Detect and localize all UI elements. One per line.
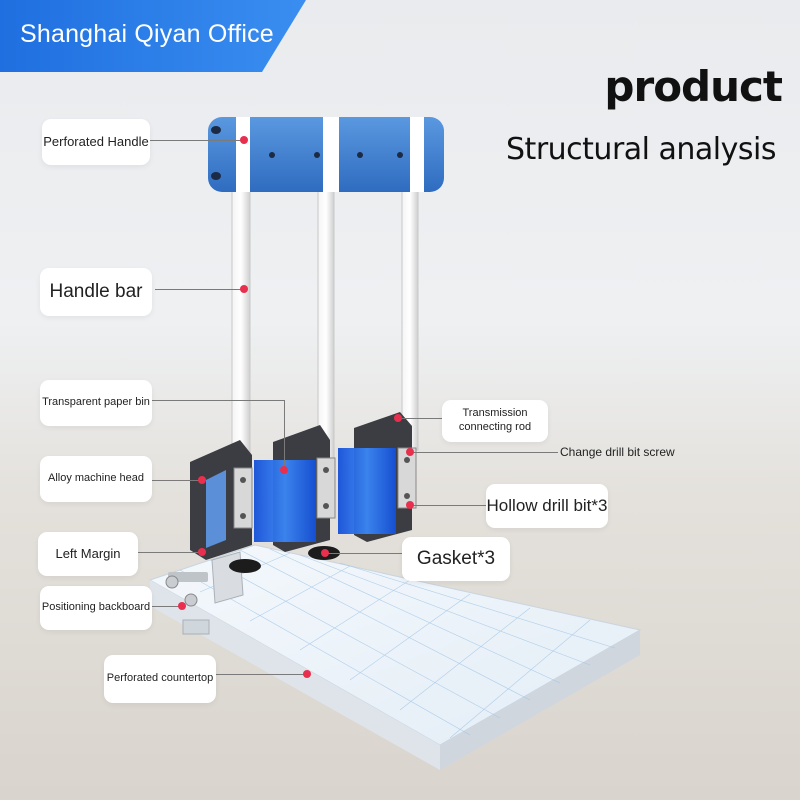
marker-dot xyxy=(303,670,311,678)
leader-line xyxy=(325,553,405,554)
leader-line xyxy=(215,674,307,675)
headline-product: product xyxy=(604,62,783,111)
marker-dot xyxy=(178,602,186,610)
callout-handle-bar: Handle bar xyxy=(40,268,152,316)
leader-line xyxy=(152,606,182,607)
callout-left-margin: Left Margin xyxy=(38,532,138,576)
callout-gasket: Gasket*3 xyxy=(402,537,510,581)
callout-perforated-countertop: Perforated countertop xyxy=(104,655,216,703)
marker-dot xyxy=(280,466,288,474)
callout-change-drill-bit-screw: Change drill bit screw xyxy=(560,445,675,459)
brand-banner xyxy=(0,0,306,72)
callout-transparent-paper-bin: Transparent paper bin xyxy=(40,380,152,426)
leader-line xyxy=(138,552,202,553)
marker-dot xyxy=(240,285,248,293)
marker-dot xyxy=(394,414,402,422)
marker-dot xyxy=(240,136,248,144)
leader-line xyxy=(152,480,202,481)
callout-alloy-machine-head: Alloy machine head xyxy=(40,456,152,502)
marker-dot xyxy=(406,501,414,509)
leader-line xyxy=(148,140,244,141)
marker-dot xyxy=(198,548,206,556)
leader-line xyxy=(284,400,285,470)
callout-positioning-backboard: Positioning backboard xyxy=(40,586,152,630)
headline-structural-analysis: Structural analysis xyxy=(506,132,776,167)
callout-perforated-handle: Perforated Handle xyxy=(42,119,150,165)
leader-line xyxy=(410,505,488,506)
leader-line xyxy=(398,418,444,419)
marker-dot xyxy=(406,448,414,456)
marker-dot xyxy=(321,549,329,557)
callout-hollow-drill-bit: Hollow drill bit*3 xyxy=(486,484,608,528)
leader-line xyxy=(152,400,284,401)
leader-line xyxy=(155,289,243,290)
marker-dot xyxy=(198,476,206,484)
brand-name: Shanghai Qiyan Office xyxy=(20,20,274,48)
callout-transmission-rod: Transmission connecting rod xyxy=(442,400,548,442)
leader-line xyxy=(410,452,558,453)
